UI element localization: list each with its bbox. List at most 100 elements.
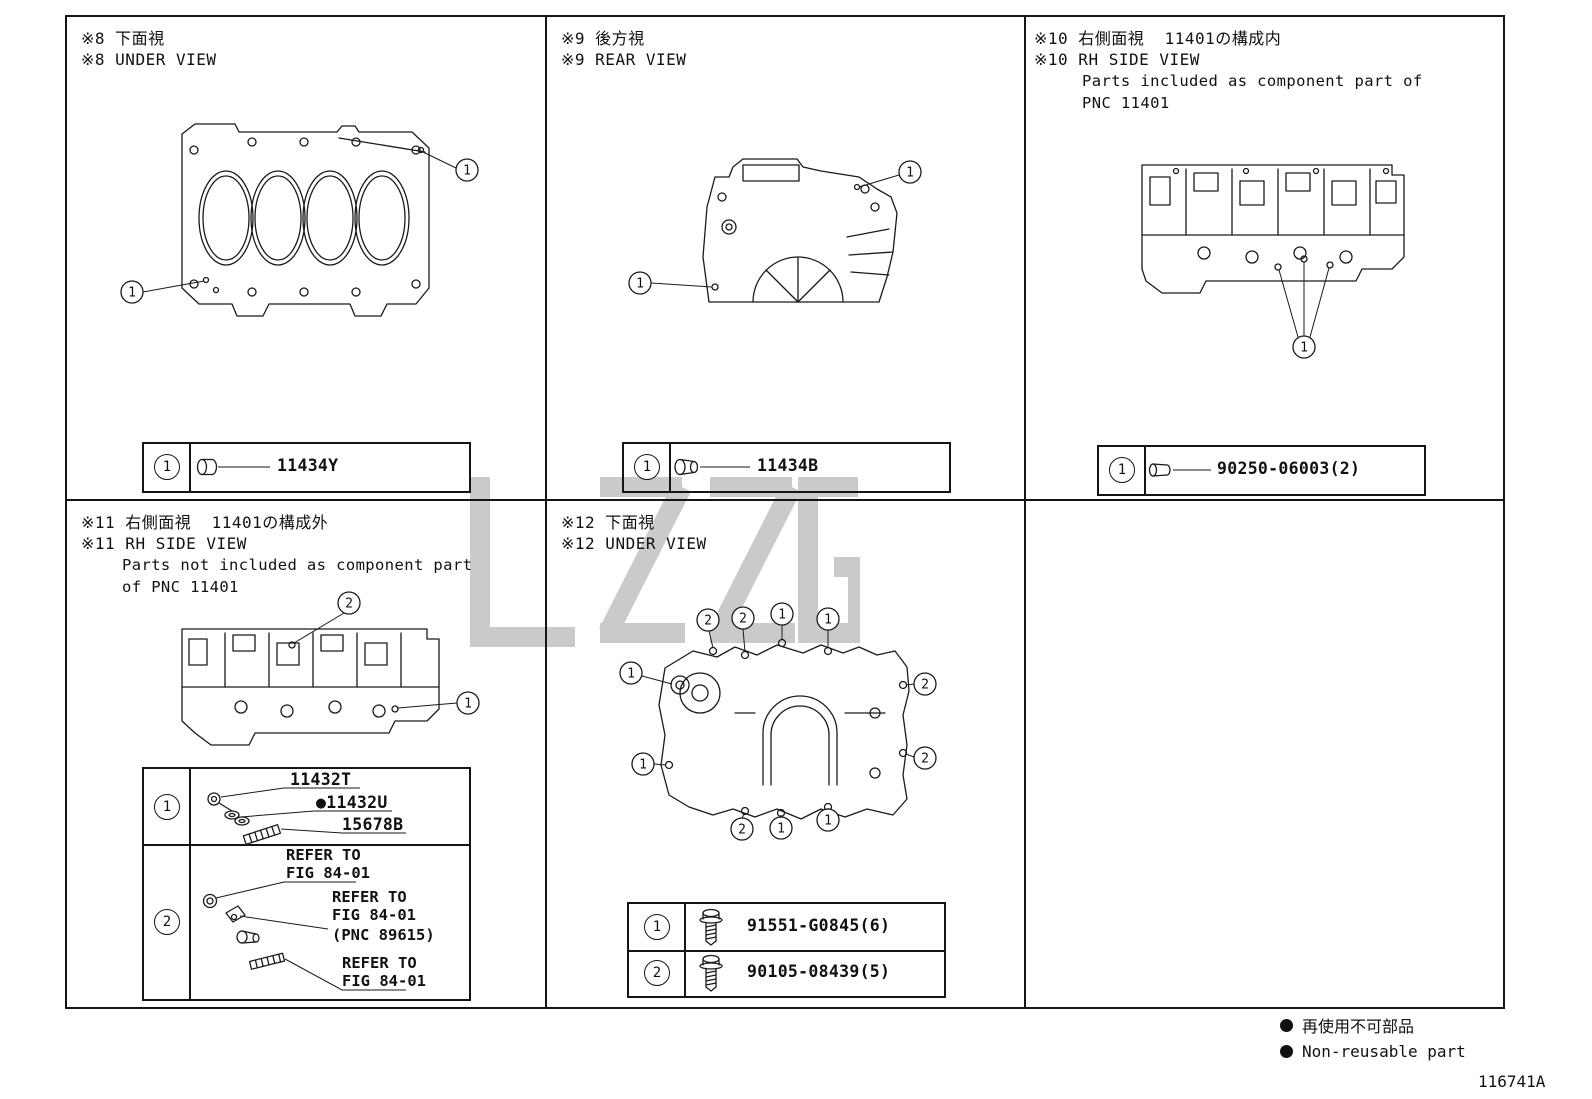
legend-text-jp: 再使用不可部品	[1302, 1017, 1415, 1036]
engine-block-rh-side-drawing-2: 2 1	[181, 591, 480, 746]
callout-balloon: 2	[696, 608, 720, 632]
legend-row-en: Non-reusable part	[1280, 1038, 1466, 1064]
ref-number-circle: 1	[154, 794, 180, 820]
svg-text:1: 1	[777, 822, 785, 837]
callout-balloon: 1	[1292, 335, 1316, 359]
leader-lines	[142, 151, 457, 293]
table-divider	[669, 444, 671, 491]
svg-text:1: 1	[639, 758, 647, 773]
panel10-note-1: Parts included as component part of	[1082, 72, 1423, 90]
panel11-title-jp: ※11 右側面視 11401の構成外	[81, 513, 329, 532]
figure-code: 116741A	[1478, 1072, 1546, 1091]
watermark-logo	[470, 477, 860, 647]
callout-balloon: 1	[455, 158, 479, 182]
svg-text:2: 2	[704, 614, 712, 629]
panel8-title-en: ※8 UNDER VIEW	[81, 50, 217, 69]
part-number: 11434B	[757, 456, 819, 475]
table-divider	[1144, 447, 1146, 494]
callout-balloon: 1	[816, 808, 840, 832]
non-reusable-bullet-icon	[1280, 1044, 1293, 1058]
engine-block-rh-side-drawing: 1	[1141, 164, 1405, 359]
parts-table: 1 2	[142, 767, 471, 1001]
panel-view-12: ※12 下面視 ※12 UNDER VIEW	[547, 501, 1024, 1007]
leader-lines	[215, 787, 406, 991]
panel10-title-jp: ※10 右側面視 11401の構成内	[1034, 29, 1282, 48]
refer-note: FIG 84-01	[342, 972, 426, 990]
svg-text:2: 2	[739, 612, 747, 627]
legend-text-en: Non-reusable part	[1302, 1041, 1466, 1061]
callout-balloon: 1	[631, 752, 655, 776]
panel9-title-en: ※9 REAR VIEW	[561, 50, 687, 69]
part-number: 15678B	[342, 815, 404, 834]
svg-text:2: 2	[738, 823, 746, 838]
straight-pin-icon	[1148, 463, 1211, 477]
taper-plug-icon	[674, 458, 750, 476]
front-cover-under-view-drawing: 2 2 1 1 1 2 2 1 2 1 1	[619, 602, 937, 841]
refer-note: FIG 84-01	[286, 864, 370, 882]
callout-balloon: 1	[770, 602, 794, 626]
panel-view-9: ※9 後方視 ※9 REAR VIEW	[547, 17, 1024, 499]
part-number: 90105-08439(5)	[747, 962, 891, 981]
bolt-icon	[699, 908, 723, 992]
panel12-title-en: ※12 UNDER VIEW	[561, 534, 707, 553]
svg-text:1: 1	[128, 286, 136, 301]
column-divider	[1024, 17, 1026, 1007]
part-number: 90250-06003(2)	[1217, 459, 1361, 478]
ref-number-circle: 1	[154, 454, 180, 480]
leader-lines	[641, 625, 915, 819]
refer-note: REFER TO	[286, 846, 361, 864]
callout-balloon: 1	[898, 160, 922, 184]
refer-note: REFER TO	[332, 888, 407, 906]
callout-balloon: 1	[769, 816, 793, 840]
part-number: 11432T	[290, 770, 352, 789]
svg-text:1: 1	[906, 166, 914, 181]
panel12-title-jp: ※12 下面視	[561, 513, 655, 532]
part-number: 11434Y	[277, 456, 339, 475]
panel-view-11: ※11 右側面視 11401の構成外 ※11 RH SIDE VIEW Part…	[67, 501, 545, 1007]
svg-text:1: 1	[824, 613, 832, 628]
svg-text:1: 1	[464, 697, 472, 712]
table-divider	[189, 769, 191, 999]
ref-number-circle: 1	[634, 454, 660, 480]
table-divider	[189, 444, 191, 491]
callout-balloon: 1	[816, 607, 840, 631]
callout-balloon: 1	[628, 271, 652, 295]
leader-lines	[650, 174, 900, 288]
refer-note: (PNC 89615)	[332, 926, 435, 944]
legend: 再使用不可部品 Non-reusable part	[1280, 1012, 1466, 1064]
svg-text:1: 1	[1300, 341, 1308, 356]
legend-row-jp: 再使用不可部品	[1280, 1012, 1466, 1038]
callout-balloon: 2	[913, 746, 937, 770]
panel-view-10: ※10 右側面視 11401の構成内 ※10 RH SIDE VIEW Part…	[1026, 17, 1503, 499]
panel11-note-1: Parts not included as component part	[122, 556, 473, 574]
panel11-title-en: ※11 RH SIDE VIEW	[81, 534, 247, 553]
panel8-title-jp: ※8 下面視	[81, 29, 165, 48]
cup-plug-icon	[196, 458, 270, 476]
ref-number-circle: 2	[154, 909, 180, 935]
refer-note: FIG 84-01	[332, 906, 416, 924]
row-divider	[67, 499, 1503, 501]
callout-balloon: 2	[913, 672, 937, 696]
ref-number-circle: 1	[1109, 457, 1135, 483]
table-divider	[629, 950, 944, 952]
svg-text:2: 2	[345, 597, 353, 612]
callout-balloon: 1	[120, 280, 144, 304]
svg-text:1: 1	[463, 164, 471, 179]
panel10-note-2: PNC 11401	[1082, 94, 1170, 112]
table-divider	[144, 844, 469, 846]
ref-number-circle: 2	[644, 960, 670, 986]
parts-table: 1 90250-06003(2)	[1097, 445, 1426, 496]
stud-bolt-icon	[248, 952, 286, 970]
panel10-title-en: ※10 RH SIDE VIEW	[1034, 50, 1200, 69]
svg-text:1: 1	[636, 277, 644, 292]
panel11-note-2: of PNC 11401	[122, 578, 239, 596]
svg-text:1: 1	[824, 814, 832, 829]
callout-balloon: 2	[731, 606, 755, 630]
svg-text:1: 1	[627, 667, 635, 682]
svg-text:2: 2	[921, 752, 929, 767]
non-reusable-bullet-icon	[1280, 1018, 1293, 1032]
parts-table: 1 2	[627, 902, 946, 998]
engine-block-rear-view-drawing: 1 1	[628, 158, 922, 303]
part-number: ●11432U	[316, 793, 388, 812]
